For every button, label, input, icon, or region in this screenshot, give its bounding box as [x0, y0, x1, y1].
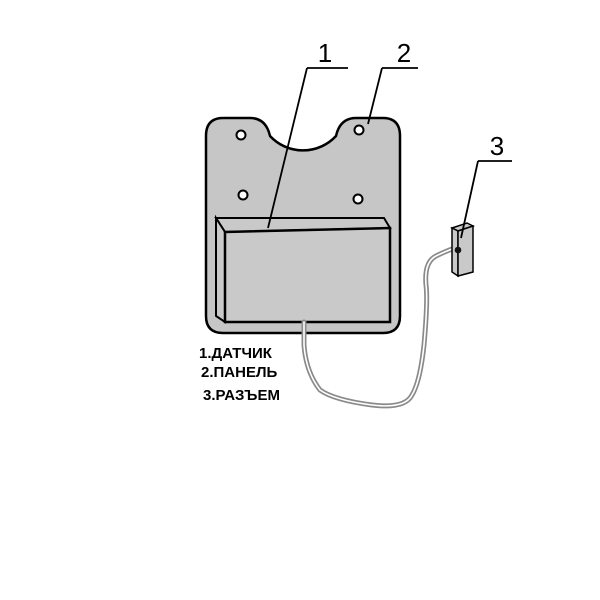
- callout-1-leader: [267, 67, 308, 229]
- sensor-side-face: [215, 214, 226, 324]
- callout-3-number: 3: [490, 131, 504, 161]
- sensor-cable-core: [303, 247, 456, 407]
- mounting-holes: [235, 124, 365, 205]
- legend-item-panel: 2.ПАНЕЛЬ: [201, 364, 277, 381]
- connector-pin-icon: [454, 246, 462, 254]
- mounting-hole-bottom-right: [352, 193, 364, 205]
- callout-1-number: 1: [318, 38, 332, 68]
- callout-2-leader: [367, 67, 383, 125]
- sensor-box: [214, 214, 392, 324]
- sensor-front-face: [223, 226, 392, 324]
- mounting-hole-bottom-left: [237, 189, 249, 201]
- callout-3-leader: [460, 160, 479, 239]
- callout-2-number: 2: [397, 38, 411, 68]
- connector-side-face: [457, 224, 474, 277]
- legend: 1.ДАТЧИК 2.ПАНЕЛЬ 3.РАЗЪЕМ: [199, 345, 280, 404]
- mounting-hole-top-left: [235, 129, 247, 141]
- legend-item-connector: 3.РАЗЪЕМ: [203, 387, 280, 404]
- mounting-hole-top-right: [353, 124, 365, 136]
- connector: [450, 222, 475, 278]
- legend-item-sensor: 1.ДАТЧИК: [199, 345, 273, 362]
